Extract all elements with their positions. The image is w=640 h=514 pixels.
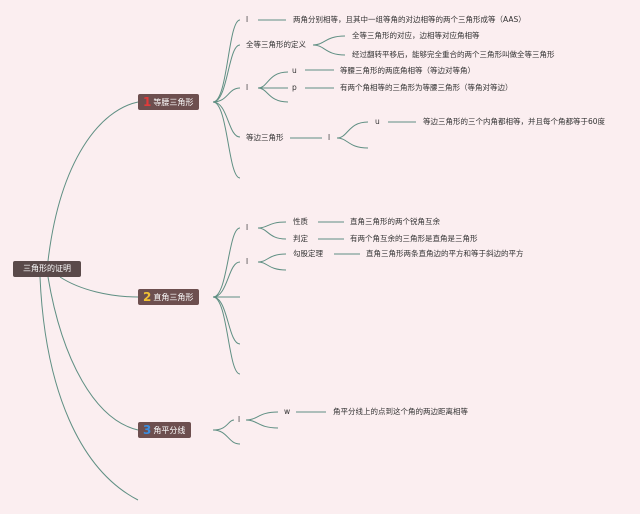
node-marker: u — [292, 66, 297, 75]
node-congruent-def-a[interactable]: 全等三角形的对应，边相等对应角相等 — [352, 31, 480, 40]
node-congruent-def-b[interactable]: 经过翻转平移后，能够完全重合的两个三角形叫做全等三角形 — [352, 50, 555, 59]
branch-label: 等腰三角形 — [153, 98, 194, 107]
node-bisector-property[interactable]: 角平分线上的点到这个角的两边距离相等 — [333, 407, 468, 416]
root-node[interactable]: 三角形的证明 — [13, 261, 81, 277]
node-aas[interactable]: 两角分别相等，且其中一组等角的对边相等的两个三角形成等（AAS） — [293, 15, 526, 24]
node-marker: l — [246, 15, 249, 24]
node-isosceles-criterion[interactable]: 有两个角相等的三角形为等腰三角形（等角对等边） — [340, 83, 513, 92]
node-criterion[interactable]: 判定 — [293, 234, 308, 243]
branch-label: 直角三角形 — [153, 293, 194, 302]
node-marker: l — [246, 257, 249, 266]
node-marker: p — [292, 83, 297, 92]
node-equilateral[interactable]: 等边三角形 — [246, 133, 284, 142]
node-marker: l — [328, 133, 331, 142]
node-marker: w — [284, 407, 291, 416]
node-property[interactable]: 性质 — [293, 217, 308, 226]
node-marker: l — [238, 415, 241, 424]
number-badge: 1 — [143, 95, 152, 109]
node-congruent-def[interactable]: 全等三角形的定义 — [246, 40, 306, 49]
node-marker: l — [246, 83, 249, 92]
node-pythagorean-text[interactable]: 直角三角形两条直角边的平方和等于斜边的平方 — [366, 249, 524, 258]
node-equilateral-property[interactable]: 等边三角形的三个内角都相等，并且每个角都等于60度 — [423, 117, 606, 126]
node-marker: u — [375, 117, 380, 126]
node-criterion-text[interactable]: 有两个角互余的三角形是直角是三角形 — [350, 234, 478, 243]
node-marker: l — [246, 223, 249, 232]
node-pythagorean[interactable]: 勾股定理 — [293, 249, 323, 258]
number-badge: 2 — [143, 290, 152, 304]
branch-label: 角平分线 — [153, 426, 186, 435]
node-isosceles-property[interactable]: 等腰三角形的两底角相等（等边对等角） — [340, 66, 475, 75]
node-property-text[interactable]: 直角三角形的两个锐角互余 — [350, 217, 440, 226]
number-badge: 3 — [143, 423, 152, 437]
